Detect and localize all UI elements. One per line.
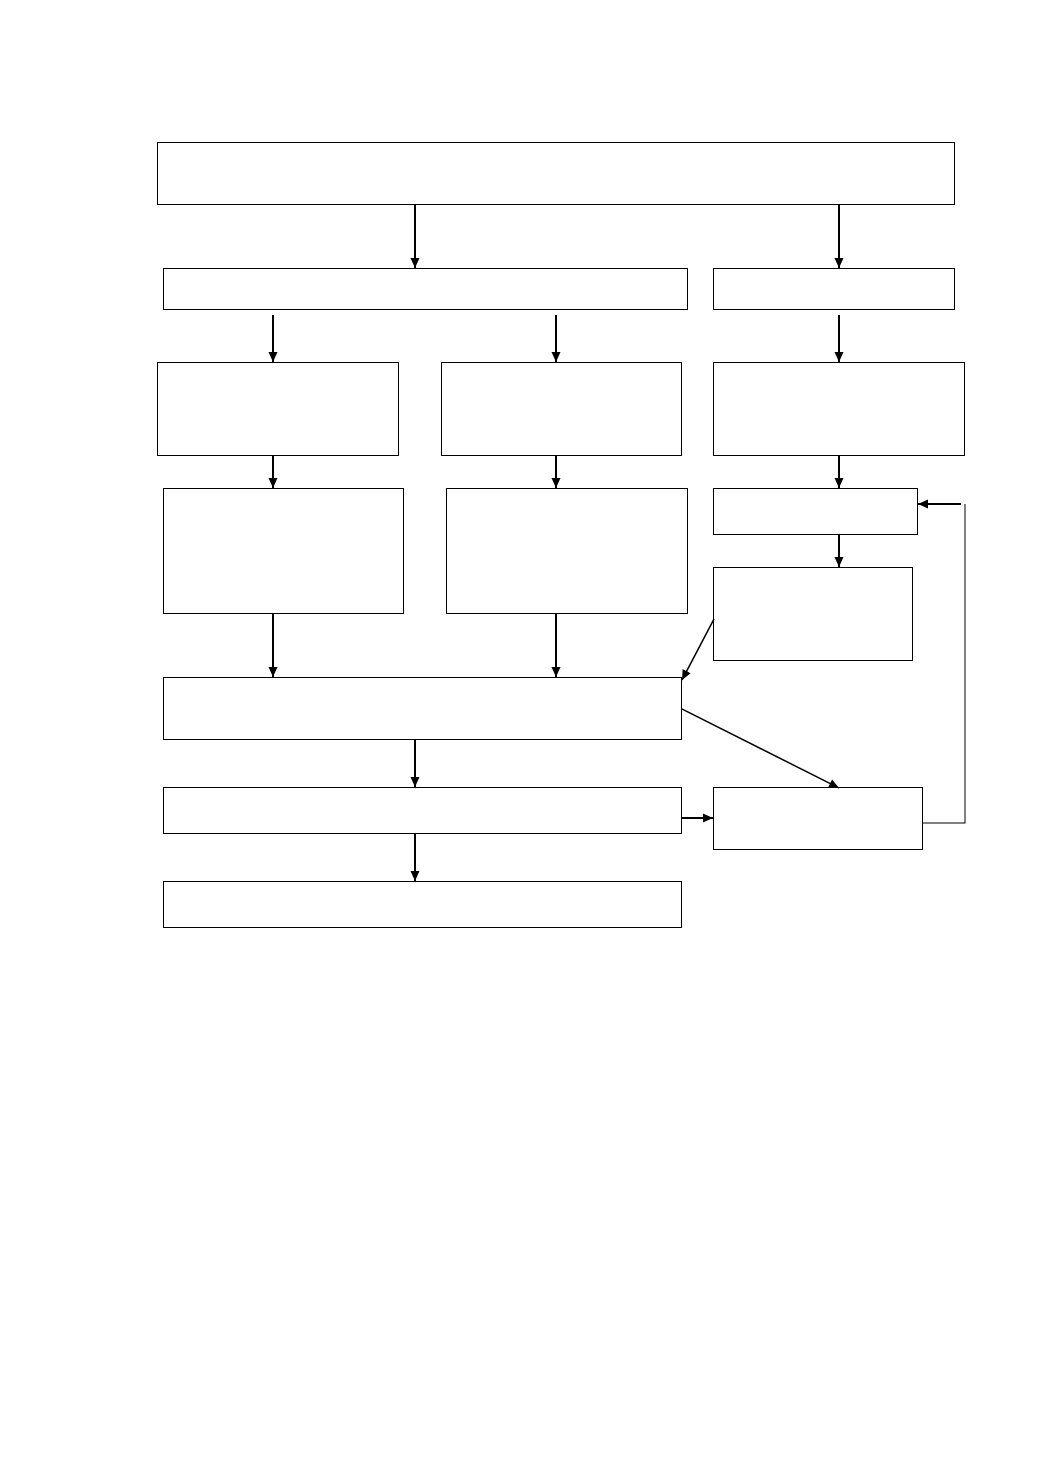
arrow-right-col-step3-to-merge — [681, 618, 715, 681]
node-right-col-step1 — [713, 362, 965, 456]
node-right-header — [713, 268, 955, 310]
node-merge — [163, 677, 682, 740]
node-mid-col-step2 — [446, 488, 688, 614]
node-side-check — [713, 787, 923, 850]
node-left-col-step2 — [163, 488, 404, 614]
feedback-loop-side-check-to-right-col-step2 — [923, 504, 966, 824]
node-right-col-step2 — [713, 488, 918, 535]
node-left-col-step1 — [157, 362, 399, 456]
node-top — [157, 142, 955, 205]
node-mid-col-step1 — [441, 362, 682, 456]
node-final — [163, 881, 682, 928]
arrow-merge-to-side-check — [681, 708, 840, 789]
node-review — [163, 787, 682, 834]
node-right-col-step3 — [713, 567, 913, 661]
node-left-header — [163, 268, 688, 310]
